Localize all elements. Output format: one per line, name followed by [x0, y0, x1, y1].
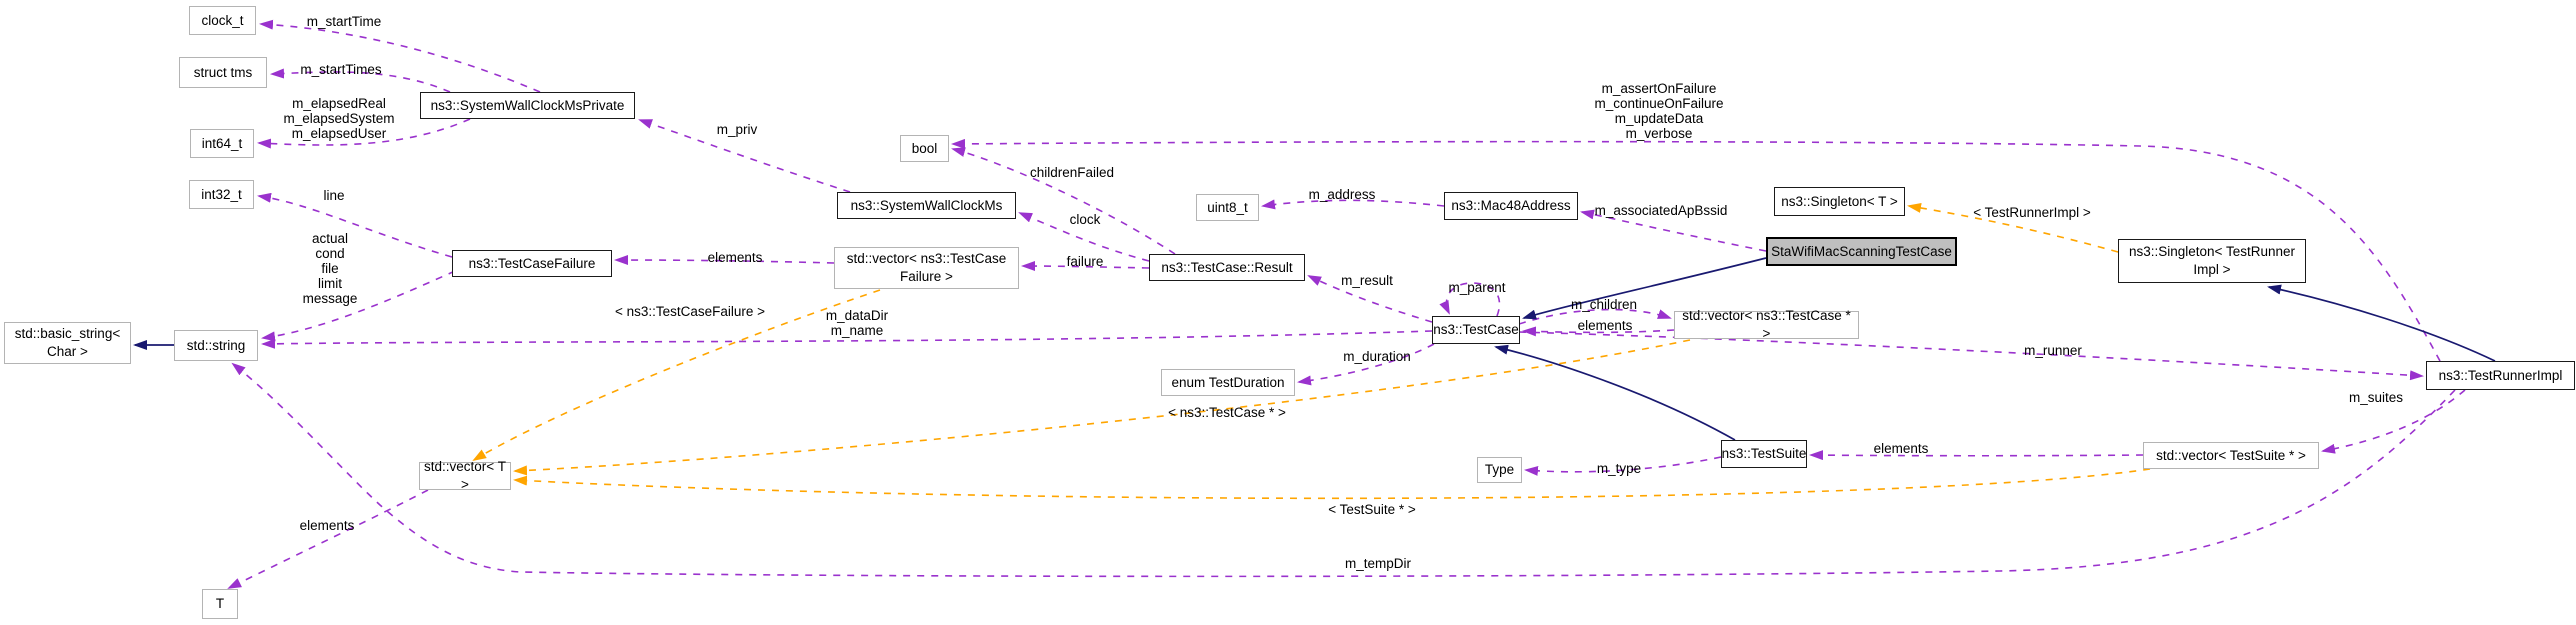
label-elements-tc: elements — [1577, 318, 1633, 333]
label-m-associatedApBssid: m_associatedApBssid — [1594, 203, 1728, 218]
node-system-wall-clock-ms-private[interactable]: ns3::SystemWallClockMsPrivate — [420, 92, 635, 119]
edge-template-testcasefailure — [472, 289, 881, 462]
label-m-address: m_address — [1308, 187, 1376, 202]
label-elements-t: elements — [299, 518, 355, 533]
label-elements-tcf: elements — [707, 250, 763, 265]
label-template-testrunnerimpl: < TestRunnerImpl > — [1973, 205, 2091, 220]
node-enum-test-duration: enum TestDuration — [1161, 369, 1295, 396]
edge-m-priv — [638, 119, 851, 193]
node-uint8-t: uint8_t — [1196, 194, 1259, 221]
edge-m-startTime — [259, 19, 541, 93]
node-test-case[interactable]: ns3::TestCase — [1432, 316, 1520, 344]
label-m-elapsed: m_elapsedReal m_elapsedSystem m_elapsedU… — [283, 96, 395, 141]
label-m-startTimes: m_startTimes — [300, 62, 382, 77]
node-int32-t: int32_t — [189, 180, 254, 209]
edge-elements-T — [227, 489, 429, 589]
label-childrenFailed: childrenFailed — [1029, 165, 1115, 180]
label-line: line — [323, 188, 345, 203]
node-struct-tms: struct tms — [179, 57, 267, 88]
edge-line — [257, 192, 453, 258]
edge-failure — [1021, 261, 1150, 272]
node-mac48-address[interactable]: ns3::Mac48Address — [1444, 192, 1578, 220]
label-template-tcf: < ns3::TestCaseFailure > — [614, 304, 766, 319]
node-singleton-test-runner-impl[interactable]: ns3::Singleton< TestRunner Impl > — [2118, 239, 2306, 283]
edge-m-result — [1307, 275, 1433, 323]
edge-m-children — [1518, 308, 1672, 325]
node-sta-wifi-mac-scanning-test-case: StaWifiMacScanningTestCase — [1766, 237, 1957, 266]
node-vector-t: std::vector< T > — [419, 459, 511, 492]
node-vector-test-case-failure: std::vector< ns3::TestCase Failure > — [834, 247, 1019, 289]
edge-m-dataDir — [261, 330, 1433, 349]
label-m-tempDir: m_tempDir — [1344, 556, 1412, 571]
label-clock: clock — [1069, 212, 1101, 227]
label-m-children: m_children — [1570, 297, 1638, 312]
label-m-flags: m_assertOnFailure m_continueOnFailure m_… — [1594, 81, 1724, 141]
node-test-suite[interactable]: ns3::TestSuite — [1721, 440, 1807, 468]
edge-elements-ts — [1809, 450, 2144, 461]
label-m-type: m_type — [1596, 461, 1642, 476]
label-elements-ts: elements — [1873, 441, 1929, 456]
node-test-case-failure[interactable]: ns3::TestCaseFailure — [452, 250, 612, 277]
node-test-runner-impl[interactable]: ns3::TestRunnerImpl — [2426, 361, 2575, 390]
edge-inherit-testrunnerimpl-singleton — [2267, 284, 2496, 362]
node-bool: bool — [900, 135, 949, 162]
label-m-result: m_result — [1341, 273, 1393, 288]
node-singleton-t[interactable]: ns3::Singleton< T > — [1774, 187, 1905, 216]
edge-inherit-stawifi-testcase — [1522, 257, 1767, 320]
edge-m-tempDir — [231, 362, 2456, 578]
edge-failure-strings — [261, 270, 456, 342]
edge-m-assertOnFailure — [951, 138, 2441, 362]
edge-m-parent — [1439, 282, 1501, 317]
edge-m-runner — [1518, 331, 2424, 381]
edge-template-testrunnerimpl — [1907, 202, 2119, 253]
node-std-basic-string: std::basic_string< Char > — [4, 322, 131, 364]
label-m-dataDir-m-name: m_dataDir m_name — [825, 308, 889, 338]
label-m-suites: m_suites — [2348, 390, 2404, 405]
edge-elements-tc — [1522, 326, 1675, 337]
label-m-runner: m_runner — [2024, 343, 2082, 358]
label-m-priv: m_priv — [716, 122, 758, 137]
node-type: Type — [1477, 457, 1522, 483]
label-failure: failure — [1066, 254, 1104, 269]
label-template-tc-ptr: < ns3::TestCase * > — [1168, 405, 1286, 420]
node-system-wall-clock-ms[interactable]: ns3::SystemWallClockMs — [837, 192, 1016, 219]
edge-m-address — [1261, 199, 1445, 210]
node-vector-test-suite-ptr: std::vector< TestSuite * > — [2143, 442, 2319, 469]
node-vector-test-case-ptr: std::vector< ns3::TestCase * > — [1674, 308, 1859, 341]
label-failure-fields: actual cond file limit message — [302, 231, 358, 306]
edge-m-suites — [2321, 389, 2466, 454]
label-m-duration: m_duration — [1343, 349, 1411, 364]
label-m-parent: m_parent — [1448, 280, 1506, 295]
label-m-startTime: m_startTime — [306, 14, 382, 29]
edge-childrenFailed — [951, 147, 1176, 255]
node-int64-t: int64_t — [190, 129, 254, 158]
edge-inherit-testsuite-testcase — [1494, 344, 1736, 441]
label-template-ts-ptr: < TestSuite * > — [1328, 502, 1416, 517]
node-clock-t: clock_t — [189, 6, 256, 35]
edge-template-testsuite-ptr — [513, 468, 2151, 500]
node-t: T — [202, 589, 238, 619]
node-std-string: std::string — [174, 330, 258, 361]
edge-clock — [1018, 212, 1150, 262]
edge-template-testcase-ptr — [513, 339, 1691, 476]
node-test-case-result[interactable]: ns3::TestCase::Result — [1149, 254, 1305, 281]
